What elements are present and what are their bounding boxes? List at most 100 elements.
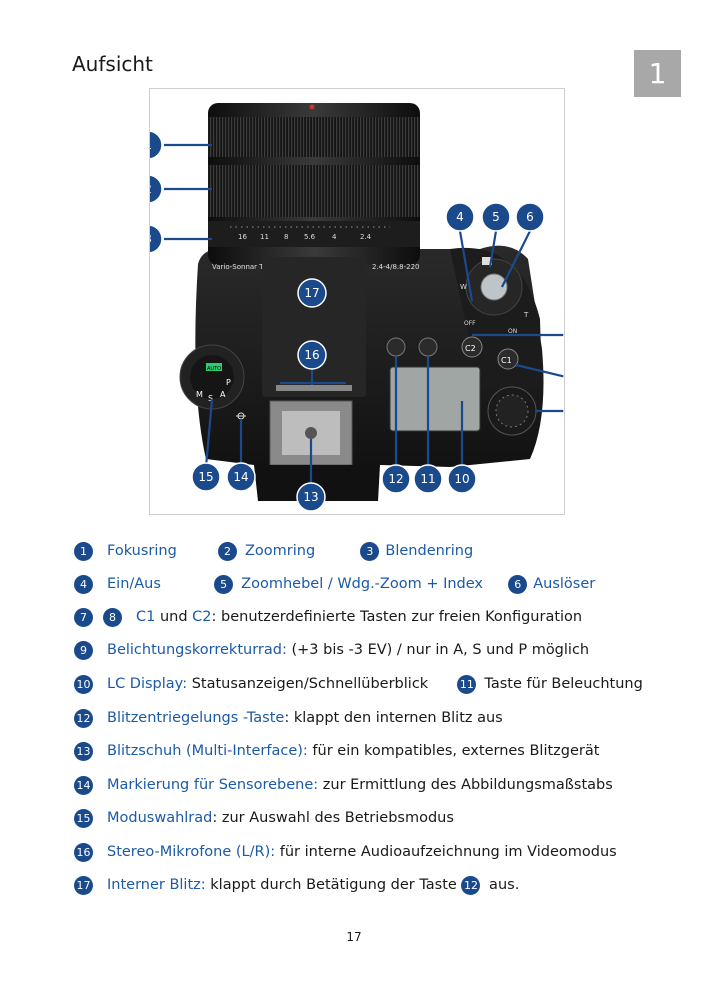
- legend-text: Statusanzeigen/Schnellüberblick: [187, 676, 429, 692]
- zoom-ring: [208, 165, 420, 217]
- marker-label: 1: [150, 138, 152, 152]
- legend-text: für ein kompatibles, externes Blitzgerät: [307, 743, 600, 759]
- legend-row: 9 Belichtungskorrekturrad: (+3 bis -3 EV)…: [74, 640, 589, 660]
- marker-label: 12: [388, 472, 403, 486]
- zoom-label-wide: W: [460, 283, 467, 291]
- legend-badge: 4: [74, 574, 93, 594]
- legend-text: für interne Audioaufzeichnung im Videomo…: [275, 844, 617, 860]
- marker-label: 17: [304, 286, 319, 300]
- legend-term: Blendenring: [385, 543, 474, 559]
- marker-label: 11: [420, 472, 435, 486]
- legend-badge: 17: [74, 875, 93, 895]
- chapter-tab: 1: [634, 50, 681, 97]
- page-title: Aufsicht: [72, 52, 153, 76]
- marker-label: 3: [150, 232, 152, 246]
- exposure-compensation-dial: [487, 386, 537, 436]
- legend-term: Markierung für Sensorebene:: [107, 777, 319, 793]
- legend-row: 10 LC Display: Statusanzeigen/Schnellüber…: [74, 674, 643, 694]
- legend-term: Blitzschuh (Multi-Interface):: [107, 743, 308, 759]
- legend-term: Auslöser: [533, 576, 596, 592]
- page-number: 17: [346, 930, 362, 944]
- legend-row: 12 Blitzentriegelungs -Taste: klappt den …: [74, 708, 503, 728]
- marker-label: 6: [526, 210, 534, 224]
- legend-row: 14 Markierung für Sensorebene: zur Ermitt…: [74, 775, 613, 795]
- legend-badge: 10: [74, 674, 93, 694]
- legend-text: aus.: [484, 877, 520, 893]
- lens-spec: 2.4-4/8.8-220: [372, 263, 420, 271]
- legend-badge: 7: [74, 607, 93, 627]
- legend-term: Interner Blitz:: [107, 877, 206, 893]
- legend-text: und: [155, 609, 193, 625]
- legend-badge: 1: [74, 541, 93, 561]
- legend-text: : benutzerdefinierte Tasten zur freien K…: [211, 609, 583, 625]
- legend-badge: 8: [103, 607, 122, 627]
- legend-badge: 3: [360, 541, 380, 561]
- legend-term: Fokusring: [107, 543, 177, 559]
- legend-text: : zur Auswahl des Betriebsmodus: [212, 810, 454, 826]
- marker-label: 4: [456, 210, 464, 224]
- power-label-off: OFF: [464, 320, 476, 327]
- dial-letter: S: [208, 394, 213, 403]
- marker-label: 13: [303, 490, 318, 504]
- marker-label: 5: [492, 210, 500, 224]
- legend-badge: 2: [218, 541, 237, 561]
- zoom-label-tele: T: [523, 311, 529, 319]
- camera-top-view-figure: 16 11 8 5.6 4 2.4 Vario-Sonnar T* 2.4-4/…: [149, 88, 565, 515]
- legend-text: (+3 bis -3 EV) / nur in A, S und P mögli…: [286, 642, 590, 658]
- aperture-ring: [208, 221, 420, 247]
- lens-scale-label: 2.4: [360, 233, 372, 241]
- power-label-on: ON: [508, 328, 517, 335]
- legend-term: Stereo-Mikrofone (L/R):: [107, 844, 276, 860]
- c2-button: [461, 336, 483, 358]
- legend-row: 17 Interner Blitz: klappt durch Betätigun…: [74, 875, 519, 895]
- legend-term: Zoomring: [245, 543, 316, 559]
- lens-scale-label: 4: [332, 233, 337, 241]
- lens-scale-label: 8: [284, 233, 288, 241]
- marker-label: 14: [233, 470, 248, 484]
- legend-text: klappt durch Betätigung der Taste: [205, 877, 462, 893]
- legend-badge: 16: [74, 842, 93, 862]
- legend-badge: 12: [461, 875, 481, 895]
- lens-scale-label: 5.6: [304, 233, 316, 241]
- marker-label: 10: [454, 472, 469, 486]
- marker-label: 15: [198, 470, 213, 484]
- built-in-flash: [262, 257, 366, 397]
- shutter-button: [480, 273, 508, 301]
- legend-row: 16 Stereo-Mikrofone (L/R): für interne Au…: [74, 842, 617, 862]
- legend-term: C2: [192, 609, 212, 625]
- lens-scale-label: 11: [260, 233, 269, 241]
- legend-text: Taste für Beleuchtung: [484, 676, 643, 692]
- lens-scale: 16 11 8 5.6 4 2.4 Vario-Sonnar T* 2.4-4/…: [212, 226, 420, 271]
- legend-badge: 15: [74, 808, 93, 828]
- legend-badge: 9: [74, 640, 93, 660]
- marker-label: 2: [150, 182, 152, 196]
- camera-illustration: 16 11 8 5.6 4 2.4 Vario-Sonnar T* 2.4-4/…: [150, 103, 564, 512]
- legend-term: LC Display:: [107, 676, 188, 692]
- focus-ring: [208, 117, 420, 157]
- legend-term: Belichtungskorrekturrad:: [107, 642, 287, 658]
- legend-badge: 11: [457, 674, 477, 694]
- legend-badge: 14: [74, 775, 93, 795]
- legend-term: Blitzentriegelungs -Taste: [107, 710, 285, 726]
- dial-label: AUTO: [207, 366, 221, 372]
- marker-label: 16: [304, 348, 319, 362]
- callout-markers: 1 2 3 4 5 6 7 8 9 10 11 12 13 1: [150, 130, 564, 512]
- legend-badge: 13: [74, 741, 93, 761]
- dial-letter: P: [226, 378, 231, 387]
- dial-letter: A: [220, 390, 226, 399]
- dial-letter: M: [196, 390, 203, 399]
- legend-badge: 12: [74, 708, 93, 728]
- legend-term: Ein/Aus: [107, 576, 161, 592]
- legend-text: zur Ermittlung des Abbildungsmaßstabs: [318, 777, 613, 793]
- legend-row: 1 Fokusring 2 Zoomring 3 Blendenring: [74, 541, 473, 561]
- lc-display: [389, 366, 481, 432]
- c2-label: C2: [465, 344, 476, 353]
- legend-text: : klappt den internen Blitz aus: [284, 710, 503, 726]
- legend-badge: 5: [214, 574, 234, 594]
- illumination-button: [418, 337, 438, 357]
- c1-label: C1: [501, 356, 512, 365]
- legend-term: Zoomhebel / Wdg.-Zoom + Index: [241, 576, 483, 592]
